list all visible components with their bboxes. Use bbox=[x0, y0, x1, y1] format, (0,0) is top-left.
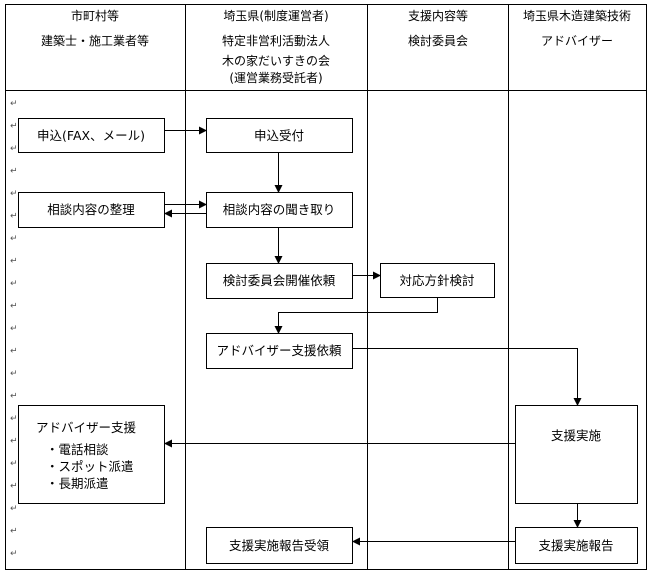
paragraph-mark: ↵ bbox=[10, 527, 18, 537]
table-grid bbox=[5, 4, 647, 570]
paragraph-mark: ↵ bbox=[10, 99, 18, 109]
box-report-receive-label: 支援実施報告受領 bbox=[229, 538, 330, 553]
paragraph-mark: ↵ bbox=[10, 189, 18, 199]
box-policy: 対応方針検討 bbox=[380, 263, 495, 298]
box-advisor-request-label: アドバイザー支援依頼 bbox=[216, 343, 342, 358]
paragraph-mark: ↵ bbox=[10, 324, 18, 334]
paragraph-mark: ↵ bbox=[10, 369, 18, 379]
box-committee-request-label: 検討委員会開催依頼 bbox=[223, 273, 336, 288]
box-apply-label: 申込(FAX、メール) bbox=[37, 128, 145, 143]
header-col4-line2: アドバイザー bbox=[541, 34, 613, 48]
header-col1-line1: 市町村等 bbox=[71, 8, 119, 23]
arrow-advisor-request-to-support-exec bbox=[352, 348, 582, 406]
header-col3-line1: 支援内容等 bbox=[408, 8, 468, 23]
paragraph-marks: ↵ ↵ ↵ ↵ ↵ ↵ ↵ ↵ ↵ ↵ ↵ ↵ ↵ ↵ ↵ ↵ ↵ ↵ ↵ ↵ ↵ bbox=[10, 99, 18, 559]
box-hearing-label: 相談内容の聞き取り bbox=[223, 202, 336, 217]
paragraph-mark: ↵ bbox=[10, 437, 18, 447]
paragraph-mark: ↵ bbox=[10, 347, 18, 357]
box-receive: 申込受付 bbox=[206, 118, 353, 153]
box-committee-request: 検討委員会開催依頼 bbox=[206, 263, 353, 299]
box-support-report-label: 支援実施報告 bbox=[538, 538, 613, 553]
box-advisor-support-item-2: ・スポット派遣 bbox=[46, 459, 134, 474]
paragraph-mark: ↵ bbox=[10, 504, 18, 514]
header-col2-line1: 埼玉県(制度運営者) bbox=[223, 8, 328, 23]
box-policy-label: 対応方針検討 bbox=[399, 273, 474, 288]
box-advisor-support-item-3: ・長期派遣 bbox=[46, 476, 109, 491]
paragraph-mark: ↵ bbox=[10, 482, 18, 492]
box-receive-label: 申込受付 bbox=[254, 128, 304, 143]
header-col3-line2: 検討委員会 bbox=[408, 33, 468, 48]
paragraph-mark: ↵ bbox=[10, 414, 18, 424]
connectors bbox=[164, 126, 582, 546]
header-col4: 埼玉県木造建築技術 アドバイザー bbox=[523, 8, 631, 48]
paragraph-mark: ↵ bbox=[10, 459, 18, 469]
paragraph-mark: ↵ bbox=[10, 234, 18, 244]
paragraph-mark: ↵ bbox=[10, 167, 18, 177]
arrow-policy-to-advisor-request bbox=[274, 297, 438, 334]
paragraph-mark: ↵ bbox=[10, 392, 18, 402]
box-advisor-support: アドバイザー支援 ・電話相談 ・スポット派遣 ・長期派遣 bbox=[18, 405, 165, 504]
paragraph-mark: ↵ bbox=[10, 212, 18, 222]
box-advisor-support-item-1: ・電話相談 bbox=[46, 442, 109, 457]
paragraph-mark: ↵ bbox=[10, 302, 18, 312]
box-support-exec: 支援実施 bbox=[515, 405, 638, 504]
header-col1: 市町村等 建築士・施工業者等 bbox=[41, 8, 149, 48]
box-support-report: 支援実施報告 bbox=[515, 527, 638, 564]
box-hearing: 相談内容の聞き取り bbox=[206, 192, 353, 228]
header-col1-line2: 建築士・施工業者等 bbox=[41, 33, 149, 48]
paragraph-mark: ↵ bbox=[10, 122, 18, 132]
paragraph-mark: ↵ bbox=[10, 279, 18, 289]
paragraph-mark: ↵ bbox=[10, 257, 18, 267]
box-advisor-support-title: アドバイザー支援 bbox=[36, 420, 137, 435]
header-col2-line3: 木の家だいすきの会 bbox=[222, 53, 330, 68]
box-organize-label: 相談内容の整理 bbox=[47, 202, 135, 217]
paragraph-mark: ↵ bbox=[10, 549, 18, 559]
box-organize: 相談内容の整理 bbox=[18, 192, 165, 228]
box-support-exec-label: 支援実施 bbox=[551, 428, 602, 443]
box-report-receive: 支援実施報告受領 bbox=[206, 527, 353, 564]
box-advisor-request: アドバイザー支援依頼 bbox=[206, 333, 353, 369]
header-col2-line2: 特定非営利活動法人 bbox=[222, 33, 330, 48]
header-col3: 支援内容等 検討委員会 bbox=[408, 8, 468, 48]
header-col2-line4: (運営業務受託者) bbox=[229, 70, 322, 85]
header-col2: 埼玉県(制度運営者) 特定非営利活動法人 木の家だいすきの会 (運営業務受託者) bbox=[222, 8, 330, 85]
header-col4-line1: 埼玉県木造建築技術 bbox=[523, 8, 631, 23]
paragraph-mark: ↵ bbox=[10, 144, 18, 154]
box-apply: 申込(FAX、メール) bbox=[18, 118, 165, 153]
